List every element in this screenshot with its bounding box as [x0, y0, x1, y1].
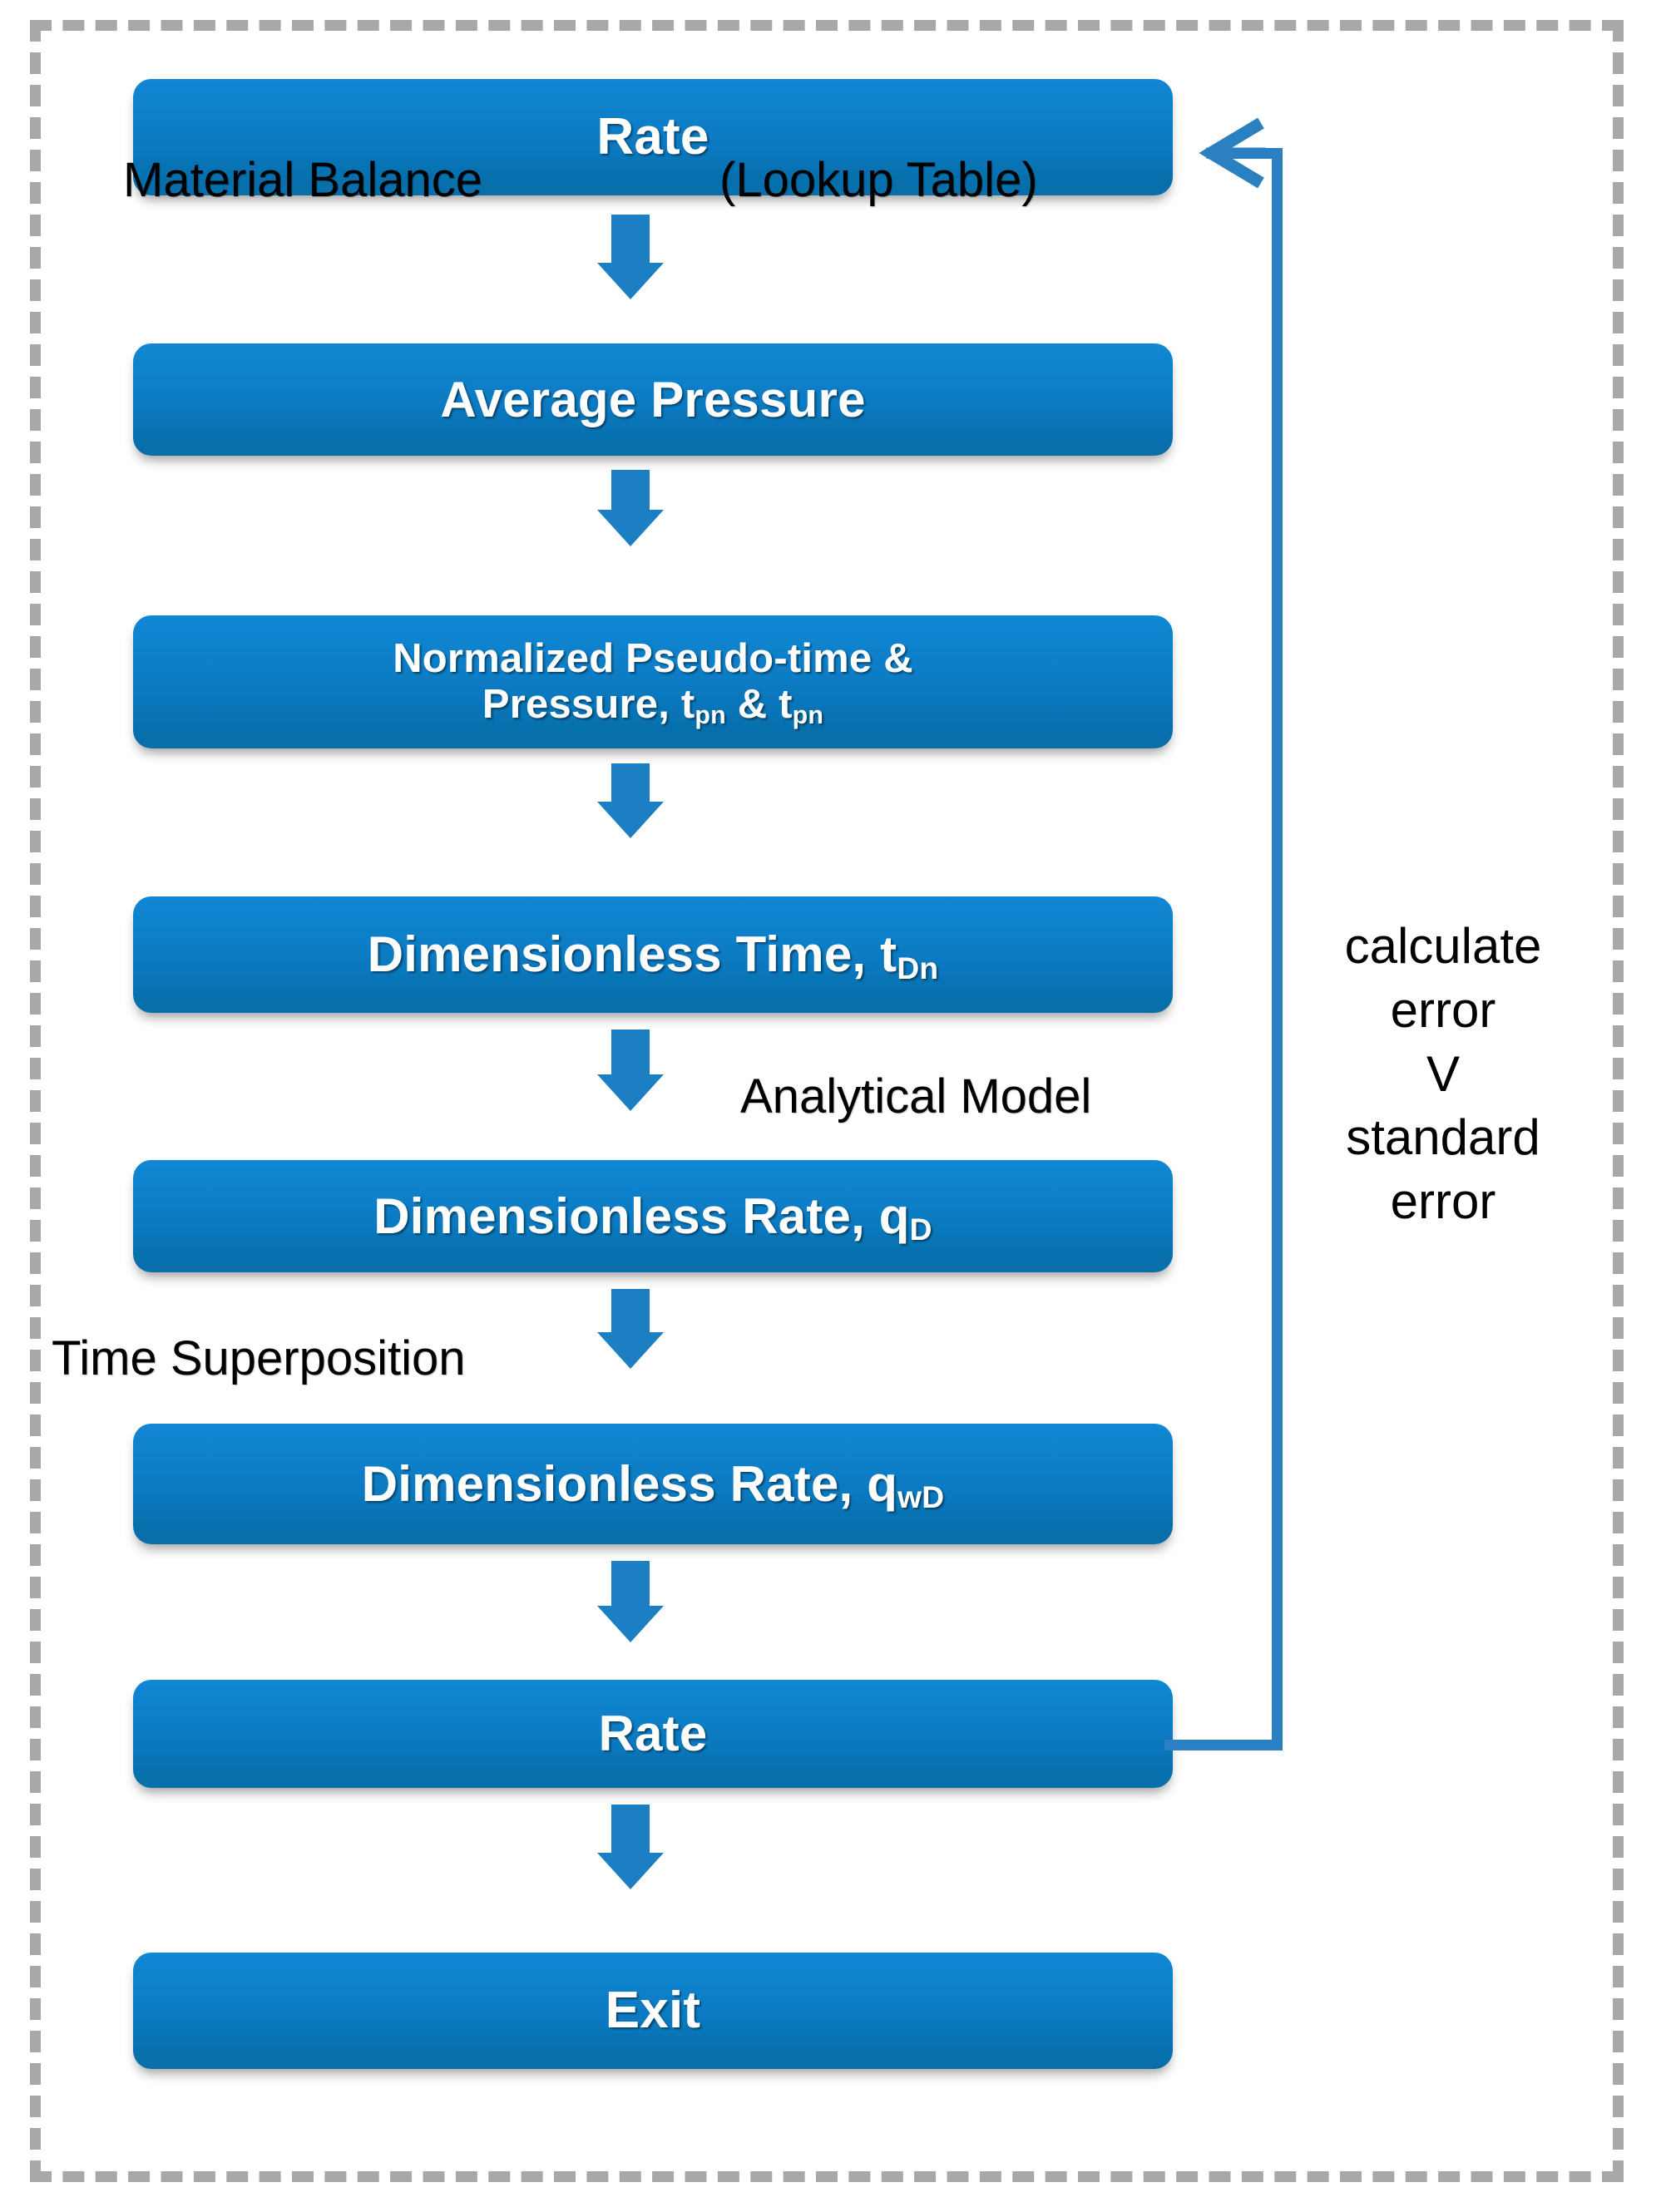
node-rate-bottom-label: Rate: [598, 1706, 708, 1762]
arrow-shaft: [611, 1029, 650, 1078]
node-normalized-label: Normalized Pseudo-time & Pressure, tpn &…: [393, 636, 913, 729]
arrow-head: [597, 1853, 664, 1889]
node-rate-bottom[interactable]: Rate: [133, 1680, 1173, 1788]
node-dimensionless-time-label: Dimensionless Time, tDn: [367, 926, 939, 985]
edge-label-analytical-model: Analytical Model: [740, 1069, 1092, 1123]
feedback-loop-arrow-head-icon: [1199, 117, 1266, 189]
node-normalized-sub1: pn: [695, 700, 726, 729]
node-dimensionless-rate-qd-text: Dimensionless Rate, q: [373, 1187, 910, 1244]
node-exit[interactable]: Exit: [133, 1953, 1173, 2069]
arrow-shaft: [611, 1289, 650, 1336]
node-dimensionless-rate-qd[interactable]: Dimensionless Rate, qD: [133, 1160, 1173, 1272]
feedback-loop-horizontal-segment: [1164, 1740, 1283, 1750]
edge-label-time-superposition: Time Superposition: [52, 1331, 466, 1385]
arrow-shaft: [611, 1561, 650, 1609]
node-dimensionless-rate-qwd-label: Dimensionless Rate, qwD: [361, 1455, 945, 1515]
node-dimensionless-rate-qd-sub: D: [909, 1212, 932, 1247]
arrow-shaft: [611, 1805, 650, 1856]
feedback-loop-vertical-segment: [1272, 148, 1283, 1745]
edge-label-material-balance: Material Balance: [123, 153, 482, 207]
node-normalized-sub2: pn: [792, 700, 824, 729]
node-normalized-line1: Normalized Pseudo-time & Pressure, t: [393, 636, 913, 727]
arrow-head: [597, 1606, 664, 1642]
node-dimensionless-rate-qd-label: Dimensionless Rate, qD: [373, 1187, 932, 1247]
node-dimensionless-time[interactable]: Dimensionless Time, tDn: [133, 896, 1173, 1013]
node-normalized-pseudo-time[interactable]: Normalized Pseudo-time & Pressure, tpn &…: [133, 615, 1173, 748]
node-average-pressure-label: Average Pressure: [440, 371, 866, 427]
node-normalized-tail: & t: [725, 682, 793, 727]
arrow-head: [597, 1074, 664, 1111]
arrow-shaft: [611, 763, 650, 805]
arrow-head: [597, 510, 664, 546]
feedback-loop-text: calculate error V standard error: [1344, 918, 1542, 1230]
arrow-shaft: [611, 470, 650, 513]
dashed-boundary-frame: [30, 20, 1624, 2182]
arrow-head: [597, 263, 664, 299]
node-dimensionless-rate-qwd-sub: wD: [897, 1479, 945, 1515]
arrow-shaft: [611, 215, 650, 266]
arrow-head: [597, 802, 664, 838]
node-rate-top[interactable]: Rate: [133, 79, 1173, 195]
node-rate-top-label: Rate: [596, 108, 709, 166]
node-dimensionless-rate-qwd[interactable]: Dimensionless Rate, qwD: [133, 1424, 1173, 1544]
node-dimensionless-time-text: Dimensionless Time, t: [367, 926, 897, 983]
node-dimensionless-time-sub: Dn: [897, 950, 939, 985]
node-average-pressure[interactable]: Average Pressure: [133, 343, 1173, 456]
arrow-head: [597, 1332, 664, 1369]
node-dimensionless-rate-qwd-text: Dimensionless Rate, q: [361, 1455, 898, 1512]
node-exit-label: Exit: [605, 1982, 701, 2040]
edge-label-lookup-table: (Lookup Table): [719, 153, 1038, 207]
